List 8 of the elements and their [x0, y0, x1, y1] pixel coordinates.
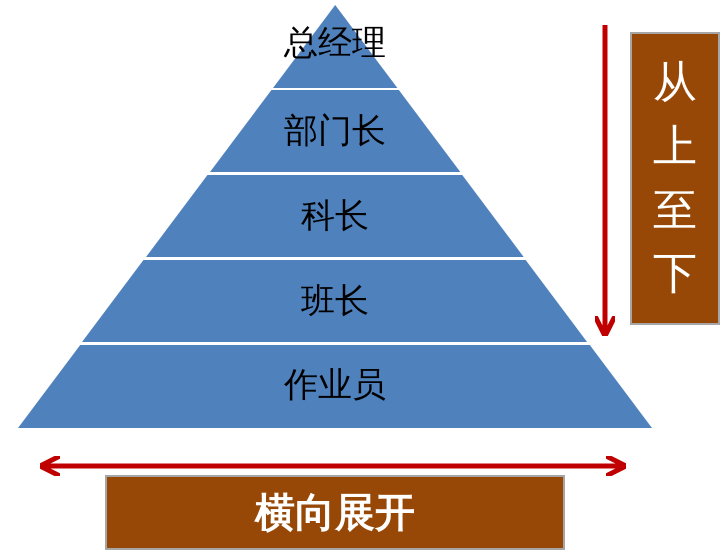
label-box [105, 475, 565, 550]
level-label: 班长 [300, 280, 369, 323]
level-label: 部门长 [284, 110, 386, 153]
box-label: 横向展开 [255, 488, 415, 538]
level-label: 作业员 [284, 364, 386, 407]
level-label: 科长 [300, 195, 369, 238]
label-box [630, 32, 720, 325]
box-label: 从上至下 [653, 56, 697, 302]
